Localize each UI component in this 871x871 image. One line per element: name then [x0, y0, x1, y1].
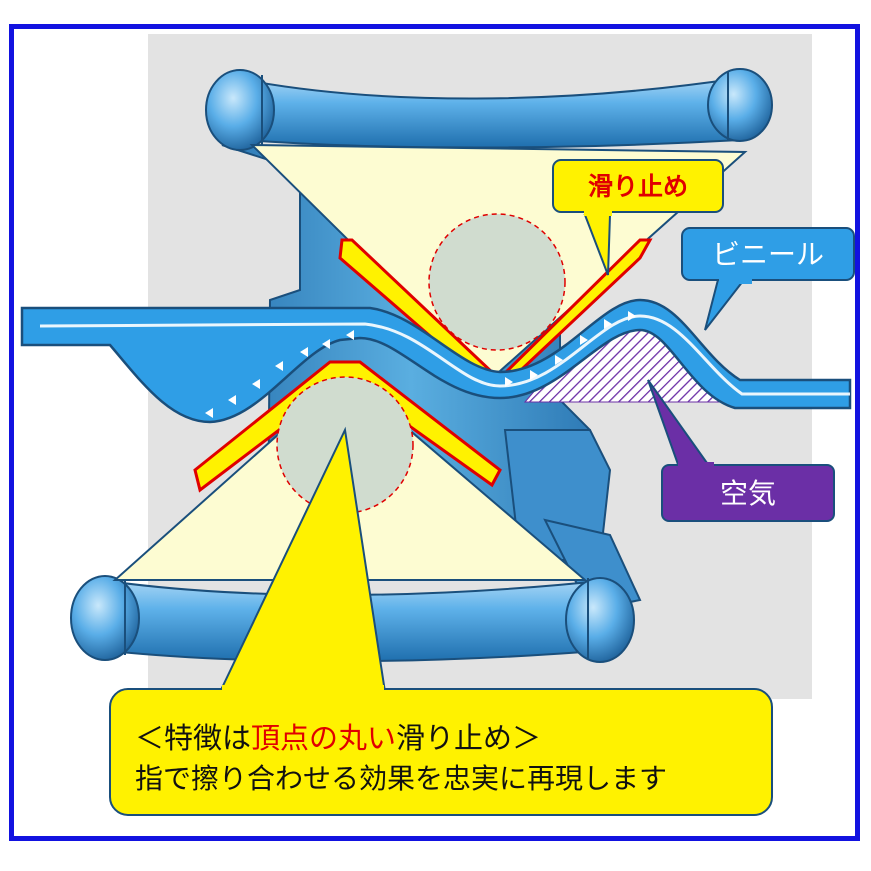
- bottom-anti-slip-pad: [193, 360, 502, 493]
- caption-line2: 指で擦り合わせる効果を忠実に再現します: [135, 762, 667, 795]
- top-contact-circle: [428, 213, 566, 351]
- air-label: 空気: [720, 477, 776, 510]
- bottom-right-cap: [565, 577, 635, 663]
- anti-slip-label: 滑り止め: [588, 172, 688, 201]
- top-roller: [205, 68, 773, 151]
- callout-air: 空気: [647, 379, 835, 522]
- callout-vinyl: ビニール: [681, 227, 855, 331]
- top-right-cap: [707, 68, 773, 142]
- vinyl-highlight: [39, 314, 850, 396]
- vinyl-label: ビニール: [712, 238, 824, 271]
- caption-line1: ＜特徴は頂点の丸い滑り止め＞: [135, 721, 541, 755]
- top-left-cap: [205, 69, 275, 151]
- callout-anti-slip: 滑り止め: [552, 159, 724, 276]
- vinyl-sheet: [20, 298, 852, 424]
- airflow-arrows: [205, 311, 636, 418]
- callout-caption: ＜特徴は頂点の丸い滑り止め＞ 指で擦り合わせる効果を忠実に再現します: [109, 426, 773, 816]
- bottom-left-cap: [70, 575, 140, 661]
